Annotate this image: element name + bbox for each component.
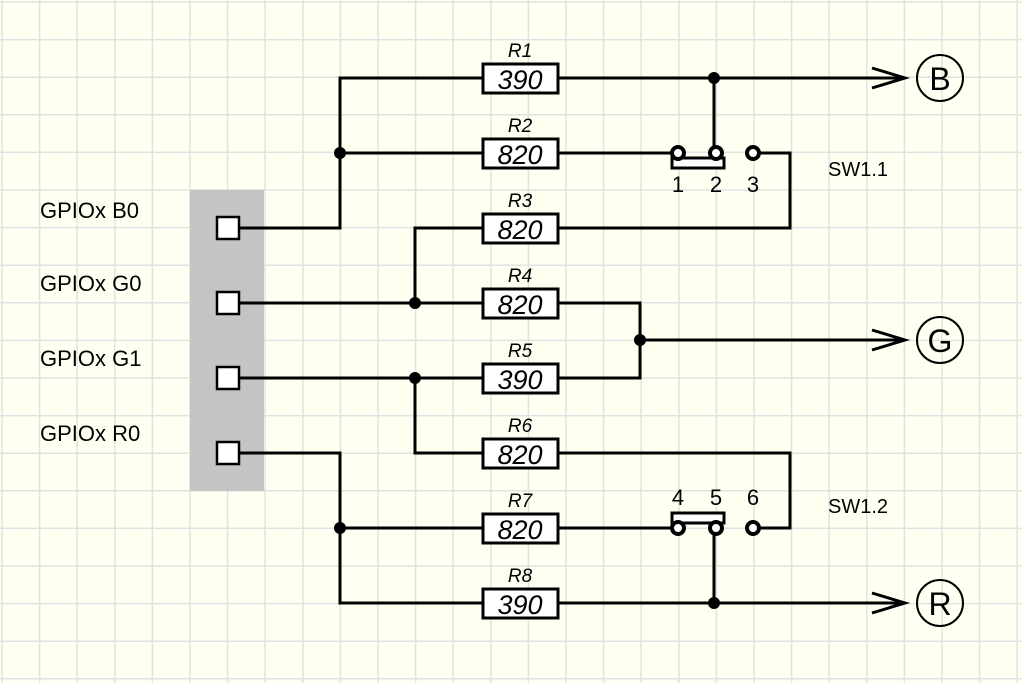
junction: [409, 372, 421, 384]
switch-actuator: [670, 156, 726, 170]
output-terminal-g: [916, 316, 964, 364]
switch-actuator: [670, 511, 726, 525]
resistor-value: 820: [497, 215, 542, 245]
switch-contact: [670, 145, 686, 161]
resistor-body: [481, 512, 560, 545]
pin-number: 2: [710, 172, 722, 197]
pin-number: 4: [672, 485, 684, 510]
output-label-r: R: [928, 586, 951, 622]
switch-contact: [708, 520, 724, 536]
junction: [409, 297, 421, 309]
output-label-g: G: [928, 323, 953, 359]
junction: [634, 334, 646, 346]
resistor-value: 820: [497, 290, 542, 320]
resistor-name: R6: [508, 416, 533, 437]
gpio-label-r0: GPIOx R0: [40, 421, 140, 446]
pin-g0: [215, 290, 241, 316]
resistor-name: R3: [508, 191, 533, 212]
gpio-pins: [215, 215, 241, 466]
gpio-label-b0: GPIOx B0: [40, 198, 139, 223]
switch-label: SW1.1: [828, 159, 888, 181]
resistor-name: R5: [508, 341, 533, 362]
pin-number: 3: [747, 172, 759, 197]
resistor-value: 820: [497, 515, 542, 545]
junction: [334, 147, 346, 159]
gpio-label-g0: GPIOx G0: [40, 271, 141, 296]
output-label-b: B: [929, 61, 950, 97]
switch-contact: [745, 520, 761, 536]
output-terminal-r: [916, 579, 964, 627]
resistor-body: [481, 62, 560, 95]
resistor-body: [481, 587, 560, 620]
resistor-body: [481, 437, 560, 470]
resistor-body: [481, 212, 560, 245]
resistor-value: 820: [497, 140, 542, 170]
junction: [334, 522, 346, 534]
junction: [708, 597, 720, 609]
junction: [708, 72, 720, 84]
pin-number: 6: [747, 485, 759, 510]
switch-sw1-2: 4 5 6 SW1.2: [670, 485, 888, 536]
pin-g1: [215, 365, 241, 391]
pin-number: 1: [672, 172, 684, 197]
pin-b0: [215, 215, 241, 241]
resistor-body: [481, 287, 560, 320]
pin-number: 5: [710, 485, 722, 510]
resistor-body: [481, 362, 560, 395]
switch-contact: [745, 145, 761, 161]
resistor-name: R2: [508, 116, 533, 137]
resistor-body: [481, 137, 560, 170]
wires: [240, 66, 911, 615]
resistor-name: R4: [508, 266, 532, 287]
resistor-name: R8: [508, 566, 533, 587]
switch-contact: [708, 145, 724, 161]
gpio-label-g1: GPIOx G1: [40, 346, 141, 371]
resistor-value: 390: [497, 590, 542, 620]
output-terminal-b: [916, 54, 964, 102]
resistor-name: R7: [508, 491, 534, 512]
resistor-name: R1: [508, 41, 532, 62]
pin-r0: [215, 440, 241, 466]
resistor-value: 820: [497, 440, 542, 470]
switch-contact: [670, 520, 686, 536]
resistor-value: 390: [497, 365, 542, 395]
switch-label: SW1.2: [828, 496, 888, 518]
switch-sw1-1: 1 2 3 SW1.1: [670, 145, 888, 197]
outputs: B G R: [916, 54, 964, 627]
junctions: [334, 72, 720, 609]
resistor-value: 390: [497, 65, 542, 95]
